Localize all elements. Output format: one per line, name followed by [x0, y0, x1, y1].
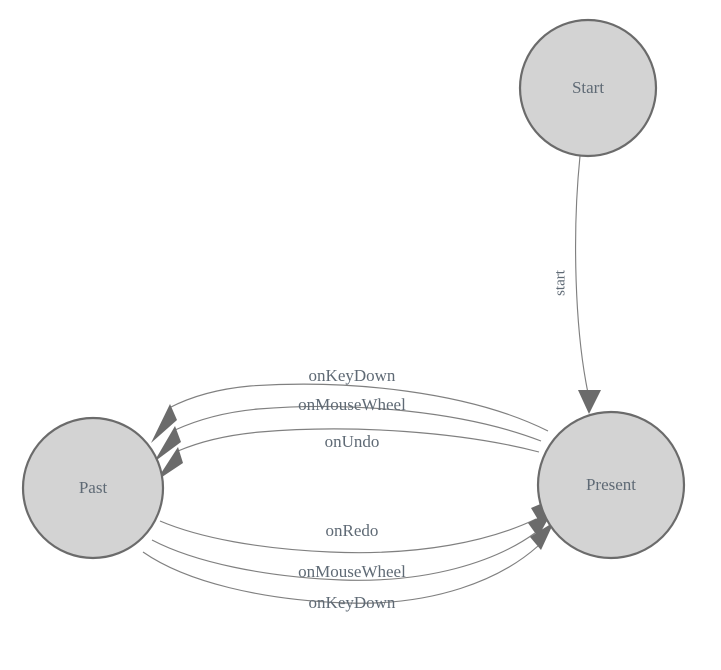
- edge-past-to-present-onredo[interactable]: onRedo: [159, 497, 557, 554]
- edge-past-to-present-onkeydown-arrowhead: [530, 522, 554, 550]
- edge-label-present-to-past-onundo: onUndo: [325, 432, 380, 451]
- edge-past-to-present-onmousewheel-path: [151, 532, 536, 581]
- edge-label-past-to-present-onredo: onRedo: [326, 521, 379, 540]
- node-present-label: Present: [586, 475, 636, 494]
- edge-present-to-past-onmousewheel-arrowhead: [154, 426, 181, 462]
- edge-label-present-to-past-onkeydown: onKeyDown: [309, 366, 396, 385]
- edge-present-to-past-onundo[interactable]: onUndo: [156, 428, 540, 481]
- edge-present-to-past-onundo-arrowhead: [156, 447, 183, 481]
- edge-start-to-present[interactable]: start: [552, 155, 601, 414]
- edge-label-start: start: [552, 269, 568, 296]
- edge-start-to-present-arrowhead: [578, 390, 601, 414]
- edge-past-to-present-onkeydown[interactable]: onKeyDown: [142, 522, 554, 612]
- node-past-label: Past: [79, 478, 108, 497]
- edge-present-to-past-onkeydown[interactable]: onKeyDown: [151, 366, 549, 443]
- node-present-circle: [536, 410, 686, 560]
- node-past[interactable]: Past: [21, 416, 165, 560]
- node-start-label: Start: [572, 78, 604, 97]
- node-present[interactable]: Present: [536, 410, 686, 560]
- edge-start-to-present-path: [575, 155, 589, 394]
- edge-present-to-past-onmousewheel[interactable]: onMouseWheel: [154, 395, 542, 462]
- edge-label-past-to-present-onmousewheel: onMouseWheel: [298, 562, 406, 581]
- edge-present-to-past-onkeydown-arrowhead: [151, 404, 177, 443]
- edge-label-past-to-present-onkeydown: onKeyDown: [309, 593, 396, 612]
- node-past-circle: [21, 416, 165, 560]
- edge-present-to-past-onmousewheel-path: [174, 405, 542, 442]
- edge-label-present-to-past-onmousewheel: onMouseWheel: [298, 395, 406, 414]
- edge-past-to-present-onredo-path: [159, 518, 537, 554]
- node-start-circle: [518, 18, 658, 158]
- edge-past-to-present-onkeydown-path: [142, 545, 539, 604]
- node-start[interactable]: Start: [518, 18, 658, 158]
- edge-present-to-past-onkeydown-path: [168, 383, 549, 432]
- edge-present-to-past-onundo-path: [177, 428, 540, 453]
